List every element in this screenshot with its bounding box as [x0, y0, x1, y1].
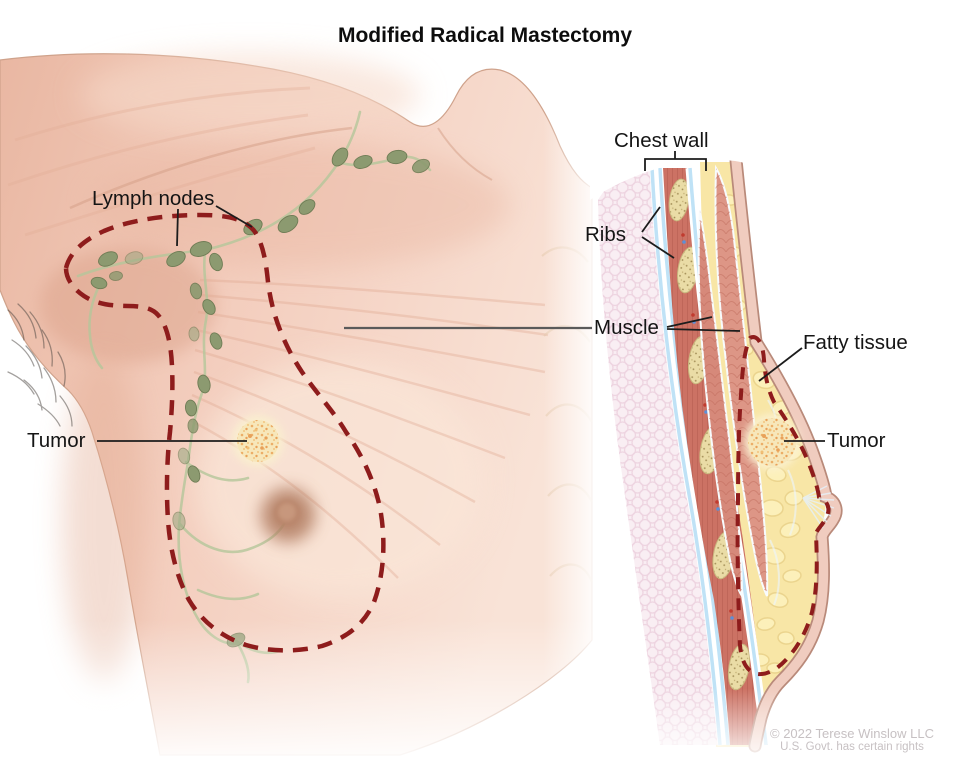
label-muscle: Muscle	[594, 316, 659, 339]
nipple-duct-fan	[802, 485, 835, 529]
nipple-areola	[261, 488, 315, 542]
annotation-lines	[97, 151, 825, 442]
leader-muscle-right-2	[666, 328, 741, 332]
side-shadow	[62, 355, 146, 685]
label-tumor-front: Tumor	[27, 429, 86, 452]
label-ribs: Ribs	[585, 223, 627, 246]
resection-outline-cross-section	[735, 335, 831, 677]
tumor-cross-section	[744, 414, 800, 470]
leader-lymph-nodes-2	[215, 205, 253, 228]
label-fatty-tissue: Fatty tissue	[803, 331, 908, 354]
front-view-illustration	[0, 53, 600, 767]
copyright-line-1: © 2022 Terese Winslow LLC	[770, 726, 934, 741]
skin-creases	[69, 126, 493, 210]
pleural-tissue-lace	[598, 168, 721, 745]
leader-muscle-right-1	[666, 316, 713, 328]
bottom-fade-right	[590, 688, 970, 767]
pectoral-muscle-lobes	[697, 164, 769, 600]
resection-outline-front	[63, 212, 386, 653]
pectoral-striations	[189, 278, 549, 579]
bottom-fade-left	[0, 620, 600, 767]
arm-striations	[7, 86, 316, 237]
cross-section-illustration	[590, 130, 970, 767]
label-chest-wall: Chest wall	[614, 129, 709, 152]
leader-fatty-tissue	[758, 347, 803, 382]
intercostal-vessels	[681, 233, 734, 620]
leader-ribs-1	[641, 206, 661, 233]
tumor-front	[232, 415, 284, 467]
leader-lymph-nodes-1	[176, 208, 179, 247]
copyright-credit: © 2022 Terese Winslow LLC U.S. Govt. has…	[770, 726, 934, 755]
shoulder-highlight	[80, 53, 420, 137]
label-lymph-nodes: Lymph nodes	[92, 187, 215, 210]
stack-top-cover	[590, 130, 792, 200]
label-tumor-cross: Tumor	[827, 429, 886, 452]
leader-ribs-2	[641, 236, 675, 259]
armpit-hair	[7, 303, 73, 427]
copyright-line-2: U.S. Govt. has certain rights	[780, 741, 924, 754]
page-title: Modified Radical Mastectomy	[337, 24, 633, 47]
chest-wall-bracket	[644, 151, 707, 171]
